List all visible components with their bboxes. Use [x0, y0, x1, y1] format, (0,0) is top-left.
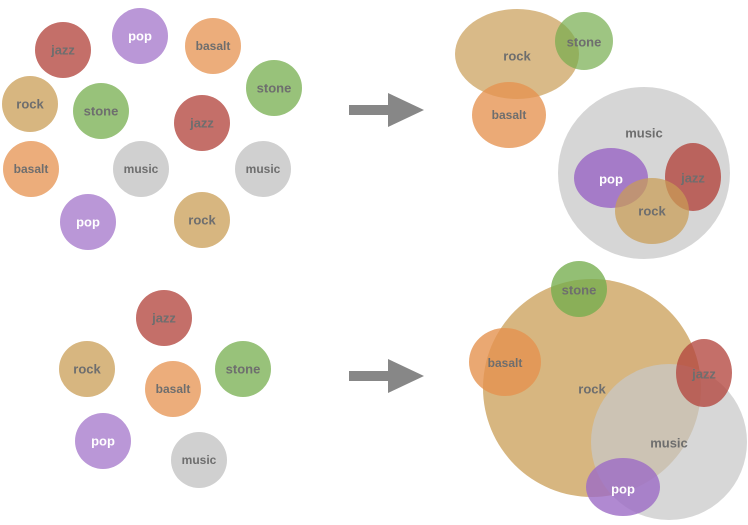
svg-text:pop: pop — [611, 482, 635, 497]
cluster-rock: rock — [615, 178, 689, 244]
top-left-word-set: jazz pop basalt stone rock stone jazz b — [2, 8, 302, 250]
svg-text:jazz: jazz — [680, 171, 705, 186]
svg-text:jazz: jazz — [189, 116, 214, 131]
svg-text:stone: stone — [257, 81, 292, 96]
cluster-stone: stone — [551, 261, 607, 317]
svg-text:rock: rock — [638, 204, 666, 219]
svg-text:music: music — [246, 162, 281, 176]
svg-text:stone: stone — [84, 104, 119, 119]
svg-text:jazz: jazz — [50, 43, 75, 58]
bubble-stone: stone — [215, 341, 271, 397]
svg-text:stone: stone — [567, 35, 602, 50]
bubble-pop: pop — [75, 413, 131, 469]
svg-text:jazz: jazz — [151, 311, 176, 326]
cluster-pop: pop — [586, 458, 660, 516]
svg-text:pop: pop — [128, 29, 152, 44]
bubble-stone: stone — [73, 83, 129, 139]
bubble-pop: pop — [60, 194, 116, 250]
svg-text:rock: rock — [73, 362, 101, 377]
svg-text:pop: pop — [599, 172, 623, 187]
svg-text:rock: rock — [16, 97, 44, 112]
svg-text:music: music — [625, 126, 663, 141]
bubble-music: music — [171, 432, 227, 488]
svg-text:pop: pop — [76, 215, 100, 230]
svg-text:pop: pop — [91, 434, 115, 449]
arrow-right-icon — [349, 93, 424, 127]
svg-text:basalt: basalt — [14, 162, 49, 176]
bubble-music: music — [235, 141, 291, 197]
bubble-stone: stone — [246, 60, 302, 116]
svg-text:rock: rock — [503, 49, 531, 64]
svg-text:rock: rock — [188, 213, 216, 228]
bubble-basalt: basalt — [3, 141, 59, 197]
svg-text:basalt: basalt — [156, 382, 191, 396]
svg-text:basalt: basalt — [488, 356, 523, 370]
svg-text:music: music — [650, 436, 688, 451]
cluster-stone: stone — [555, 12, 613, 70]
svg-text:rock: rock — [578, 382, 606, 397]
top-right-cluster-set: rock stone basalt music pop jazz rock — [455, 9, 730, 259]
cluster-jazz: jazz — [676, 339, 732, 407]
bubble-jazz: jazz — [174, 95, 230, 151]
svg-text:basalt: basalt — [492, 108, 527, 122]
cluster-basalt: basalt — [469, 328, 541, 396]
bottom-right-cluster-set: rock music stone basalt jazz pop — [469, 261, 747, 520]
bottom-left-word-set: jazz rock basalt stone pop music — [59, 290, 271, 488]
bubble-music: music — [113, 141, 169, 197]
svg-text:basalt: basalt — [196, 39, 231, 53]
svg-text:music: music — [182, 453, 217, 467]
bubble-rock: rock — [59, 341, 115, 397]
svg-text:music: music — [124, 162, 159, 176]
svg-text:stone: stone — [562, 283, 597, 298]
bubble-jazz: jazz — [35, 22, 91, 78]
arrow-right-icon — [349, 359, 424, 393]
cluster-rock: rock — [455, 9, 579, 99]
cluster-basalt: basalt — [472, 82, 546, 148]
bubble-jazz: jazz — [136, 290, 192, 346]
bubble-rock: rock — [2, 76, 58, 132]
bubble-basalt: basalt — [185, 18, 241, 74]
svg-text:jazz: jazz — [691, 367, 716, 382]
bubble-rock: rock — [174, 192, 230, 248]
svg-text:stone: stone — [226, 362, 261, 377]
bubble-basalt: basalt — [145, 361, 201, 417]
bubble-pop: pop — [112, 8, 168, 64]
